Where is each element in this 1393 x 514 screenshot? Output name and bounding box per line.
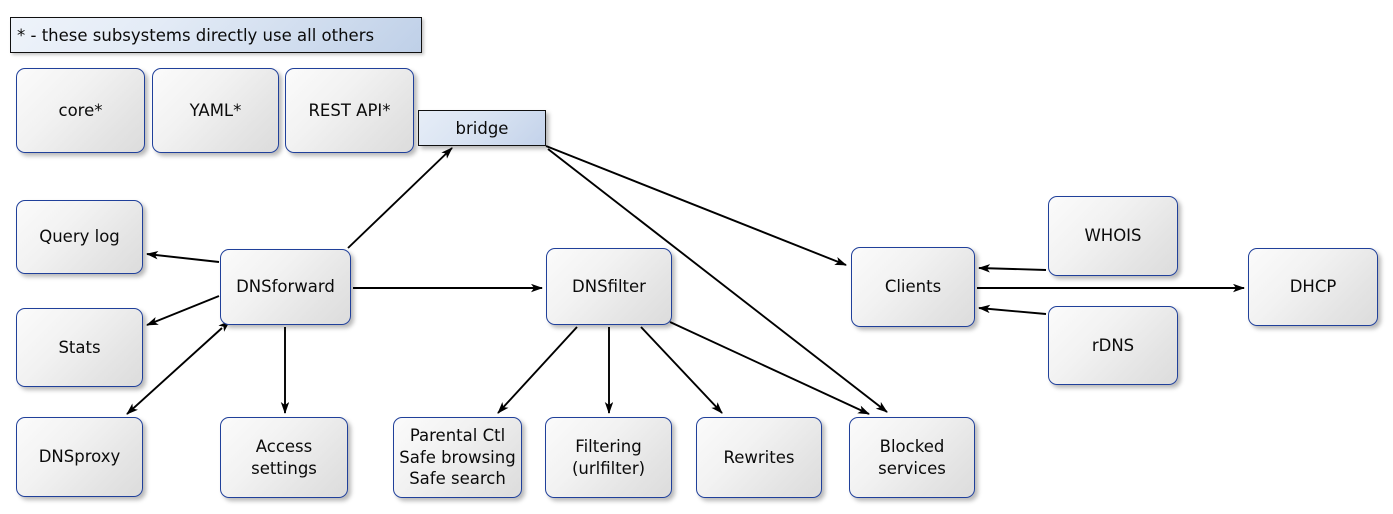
node-dhcp[interactable]: DHCP (1248, 248, 1378, 326)
node-dnsforward[interactable]: DNSforward (220, 249, 351, 325)
node-parental[interactable]: Parental Ctl Safe browsing Safe search (393, 417, 522, 498)
edge-dnsforward-to-stats (146, 295, 220, 326)
node-stats[interactable]: Stats (16, 308, 143, 387)
edge-whois-to-clients (978, 264, 1047, 273)
node-label-querylog: Query log (39, 227, 120, 247)
edge-dnsforward-to-bridge (347, 147, 453, 249)
edge-dnsforward-to-querylog (146, 251, 220, 263)
node-label-stats: Stats (58, 337, 101, 357)
node-label-filtering: Filtering (urlfilter) (571, 436, 646, 478)
node-label-bridge: bridge (455, 118, 509, 138)
node-label-whois: WHOIS (1084, 226, 1142, 246)
node-label-parental: Parental Ctl Safe browsing Safe search (399, 425, 516, 489)
edge-dnsfilter-to-parental (497, 326, 578, 414)
node-label-rdns: rDNS (1091, 335, 1135, 355)
node-label-access: Access settings (251, 436, 317, 478)
node-blocked[interactable]: Blocked services (849, 417, 975, 498)
node-access[interactable]: Access settings (220, 417, 348, 498)
node-whois[interactable]: WHOIS (1048, 196, 1178, 276)
node-dnsproxy[interactable]: DNSproxy (16, 417, 143, 497)
node-label-rewrites: Rewrites (723, 447, 795, 467)
node-yaml[interactable]: YAML* (152, 68, 279, 153)
node-filtering[interactable]: Filtering (urlfilter) (545, 417, 672, 498)
edge-rdns-to-clients (978, 304, 1047, 315)
legend-note: * - these subsystems directly use all ot… (10, 17, 422, 53)
node-dnsfilter[interactable]: DNSfilter (546, 248, 672, 325)
node-label-clients: Clients (884, 277, 942, 297)
edge-dnsfilter-to-blocked (669, 321, 870, 415)
node-label-restapi: REST API* (308, 100, 391, 120)
edge-dnsfilter-to-rewrites (640, 326, 723, 414)
node-label-dnsproxy: DNSproxy (38, 447, 121, 467)
node-clients[interactable]: Clients (851, 247, 975, 327)
node-restapi[interactable]: REST API* (285, 68, 414, 153)
node-label-blocked: Blocked services (878, 436, 946, 478)
node-core[interactable]: core* (16, 68, 145, 153)
node-bridge[interactable]: bridge (418, 110, 546, 146)
node-label-dnsfilter: DNSfilter (572, 276, 646, 296)
node-label-yaml: YAML* (189, 100, 242, 120)
node-label-dnsforward: DNSforward (236, 277, 335, 297)
node-querylog[interactable]: Query log (16, 200, 143, 274)
node-label-core: core* (58, 100, 103, 120)
node-label-dhcp: DHCP (1289, 277, 1337, 297)
legend-note-text: * - these subsystems directly use all ot… (17, 25, 375, 45)
node-rdns[interactable]: rDNS (1048, 306, 1178, 385)
node-rewrites[interactable]: Rewrites (696, 417, 822, 498)
